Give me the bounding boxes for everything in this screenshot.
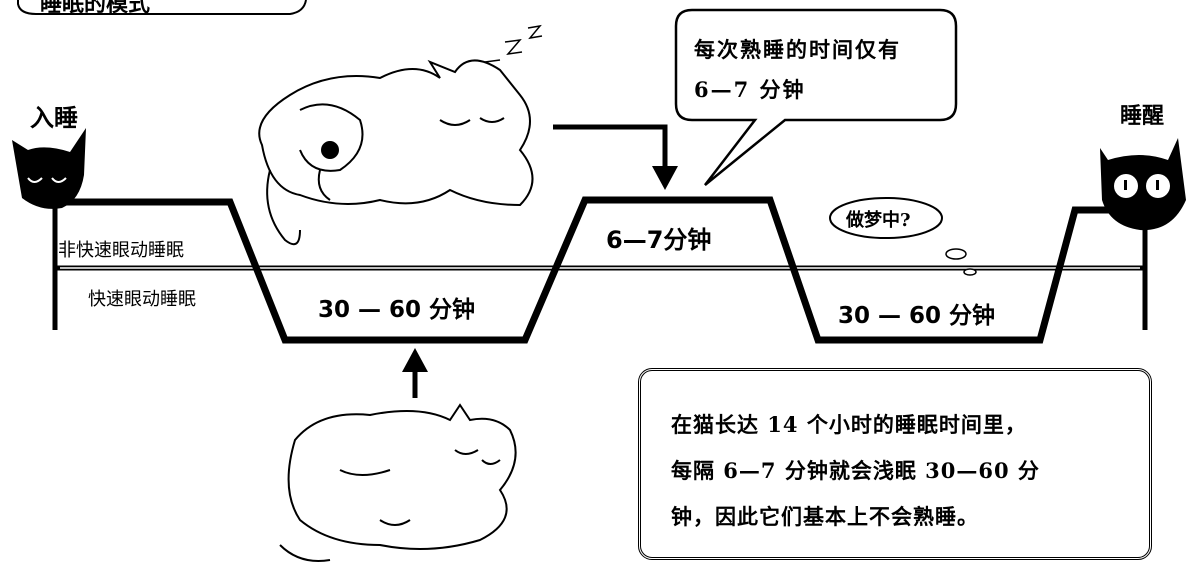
dream-bubble-tail-1	[945, 248, 967, 260]
sleep-cycle-path	[55, 196, 1145, 344]
snore-icon	[484, 24, 543, 63]
note-line-2: 每隔 6—7 分钟就会浅眠 30—60 分	[671, 458, 1040, 483]
sleeping-cat-illustration	[258, 59, 534, 246]
speech-bubble	[674, 8, 958, 186]
rem-label: 快速眼动睡眠	[88, 289, 196, 310]
note-line-1: 在猫长达 14 个小时的睡眠时间里，	[671, 412, 1027, 437]
non-rem-label: 非快速眼动睡眠	[58, 236, 184, 262]
sleep-start-label: 入睡	[30, 104, 78, 132]
bubble-text-line1: 每次熟睡的时间仅有	[694, 37, 901, 62]
dream-bubble	[829, 197, 943, 239]
dreaming-label: 做梦中?	[846, 210, 911, 231]
wake-up-label: 睡醒	[1120, 104, 1165, 129]
bubble-text-line2: 6—7 分钟	[694, 77, 806, 102]
lying-cat-illustration	[279, 403, 517, 562]
black-cat-awake-icon	[1100, 138, 1186, 231]
note-line-3: 钟，因此它们基本上不会熟睡。	[671, 504, 979, 529]
page-title-fragment: 睡眠的模式	[40, 0, 151, 17]
black-cat-sleeping-icon	[12, 128, 86, 209]
title-frame	[17, 0, 307, 15]
explanation-note: 在猫长达 14 个小时的睡眠时间里， 每隔 6—7 分钟就会浅眠 30—60 分…	[638, 368, 1152, 560]
arrow-to-deep-sleep-head	[652, 166, 678, 190]
arrow-to-light-sleep-head	[402, 348, 428, 372]
arrow-to-deep-sleep	[553, 124, 668, 170]
light-sleep-duration-1: 30 — 60 分钟	[318, 297, 476, 323]
dream-bubble-tail-2	[963, 268, 977, 276]
light-sleep-duration-2: 30 — 60 分钟	[838, 303, 996, 329]
deep-sleep-duration: 6—7分钟	[606, 226, 712, 254]
